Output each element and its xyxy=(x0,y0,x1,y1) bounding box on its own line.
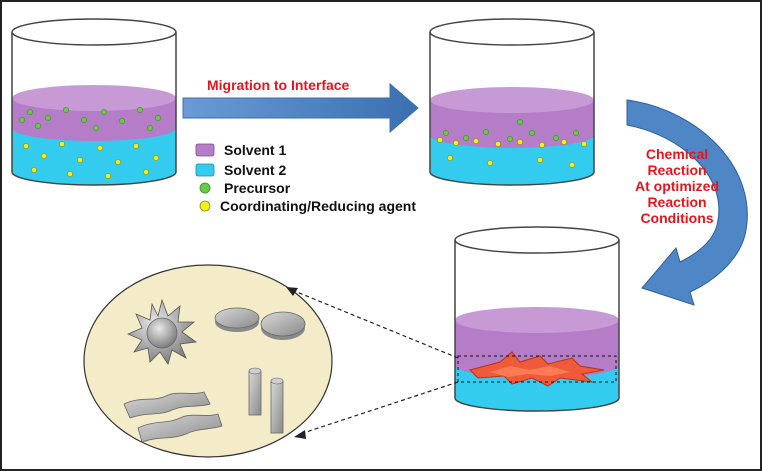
beaker-rim xyxy=(430,19,594,45)
beaker-rim xyxy=(12,19,176,45)
beaker-reacted xyxy=(455,227,619,411)
legend-swatches xyxy=(196,144,214,211)
reaction-label-line5: Conditions xyxy=(622,210,732,226)
legend-precursor-label: Precursor xyxy=(224,180,290,196)
reaction-label-line1: Chemical xyxy=(622,146,732,162)
legend-agent-label: Coordinating/Reducing agent xyxy=(220,198,416,214)
zoom-circle xyxy=(84,265,332,457)
legend-solvent1-label: Solvent 1 xyxy=(224,142,286,158)
beaker-migrated xyxy=(430,19,594,185)
reaction-label-line3: At optimized xyxy=(622,178,732,194)
migration-label: Migration to Interface xyxy=(207,77,349,93)
solvent1-surface xyxy=(12,85,176,111)
beaker-initial xyxy=(12,19,176,185)
legend-swatch-precursor xyxy=(200,183,210,193)
beaker-rim xyxy=(455,227,619,253)
solvent1-surface xyxy=(455,307,619,333)
reaction-label-line4: Reaction xyxy=(622,194,732,210)
legend-swatch-solvent2 xyxy=(196,164,214,176)
reaction-label: Chemical Reaction At optimized Reaction … xyxy=(622,146,732,226)
solvent1-surface xyxy=(430,87,594,113)
legend-swatch-solvent1 xyxy=(196,144,214,156)
legend-swatch-agent xyxy=(200,201,210,211)
legend-solvent2-label: Solvent 2 xyxy=(224,162,286,178)
reaction-label-line2: Reaction xyxy=(622,162,732,178)
